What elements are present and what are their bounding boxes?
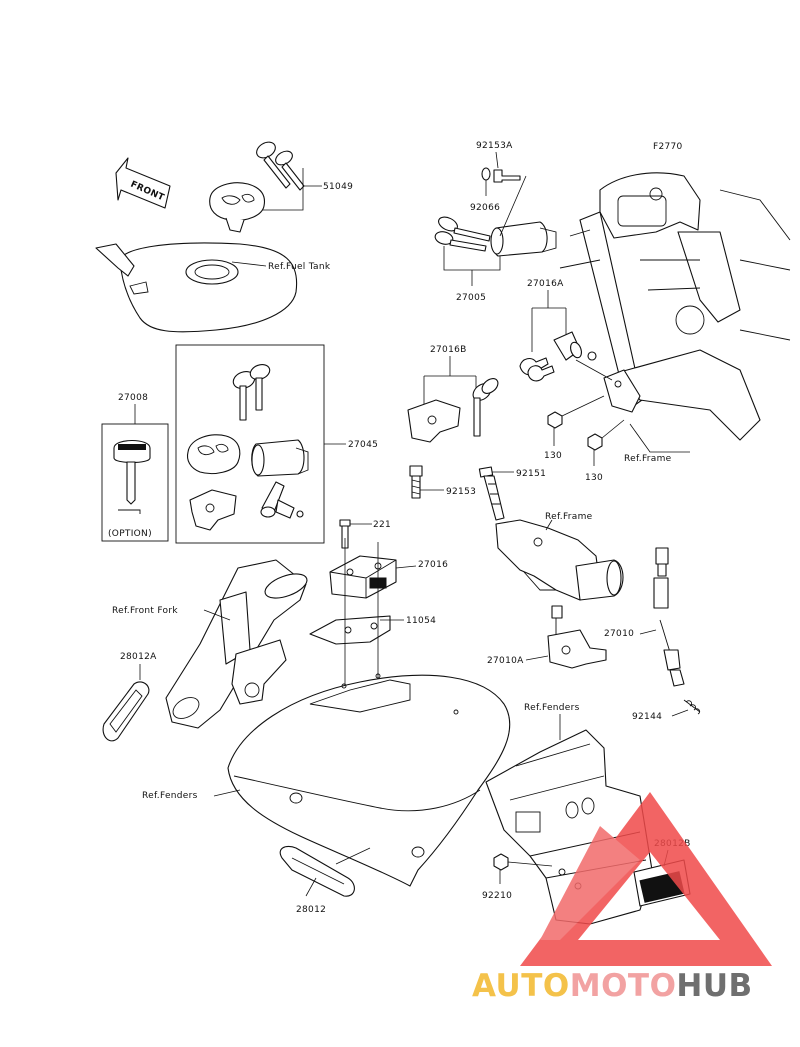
part-number-92066: 92066 (470, 203, 500, 213)
part-number-51049: 51049 (323, 182, 353, 192)
part-number-27005: 27005 (456, 293, 486, 303)
spring-92144-drawing (683, 699, 701, 715)
part-number-27010: 27010 (604, 629, 634, 639)
diagram-code: F2770 (653, 142, 683, 152)
frame-drawing (559, 172, 791, 441)
bolt-92151-drawing (478, 466, 505, 521)
leader-27016A (531, 290, 613, 381)
ignition-keys-27005-drawing (434, 216, 491, 252)
lock-27016B-drawing (407, 378, 499, 443)
leader-92210 (499, 861, 553, 884)
leader-27010A (525, 655, 549, 661)
leader-130-a (553, 395, 605, 446)
ref-frame-top: Ref.Frame (624, 454, 672, 464)
washer-92066-drawing (481, 167, 491, 181)
kit-ignition-cylinder-drawing (251, 439, 309, 477)
part-number-92210: 92210 (482, 891, 512, 901)
front-fender-drawing (227, 673, 511, 887)
kit-keys-drawing (232, 364, 271, 421)
brand-auto: AUTO (472, 968, 570, 1004)
watermark-brand: AUTOMOTOHUB (472, 968, 753, 1004)
watermark-triangle-icon (520, 792, 772, 966)
part-number-27010A: 27010A (487, 656, 524, 666)
part-number-92153: 92153 (446, 487, 476, 497)
reflector-28012A-drawing (102, 681, 150, 742)
front-direction-arrow-icon: FRONT (115, 157, 171, 209)
kit-lock-bracket-drawing (189, 489, 237, 531)
leader-frame-top (629, 423, 690, 453)
lock-27016A-drawing (519, 331, 597, 382)
fuel-cap-drawing (209, 182, 266, 233)
leader-27016B (423, 356, 477, 408)
leader-130-b (593, 419, 625, 466)
ref-fuel-tank: Ref.Fuel Tank (268, 262, 331, 272)
nut-130-b-drawing (587, 433, 603, 451)
part-number-221: 221 (373, 520, 391, 530)
leader-fender-front (213, 789, 241, 797)
part-number-28012A: 28012A (120, 652, 157, 662)
ref-fenders-rear: Ref.Fenders (524, 703, 580, 713)
part-number-27016B: 27016B (430, 345, 467, 355)
part-number-92144: 92144 (632, 712, 662, 722)
kit-helmet-lock-drawing (260, 481, 304, 519)
switch-27010-drawing (653, 547, 685, 687)
ref-front-fork: Ref.Front Fork (112, 606, 178, 616)
leader-92144 (671, 709, 689, 717)
leader-92153A (495, 151, 499, 169)
brand-hub: HUB (676, 968, 753, 1004)
leader-51049 (262, 168, 322, 211)
leader-fuel-tank (231, 261, 267, 267)
nut-130-a-drawing (547, 411, 563, 429)
ref-fenders-front: Ref.Fenders (142, 791, 198, 801)
leader-28012 (305, 847, 371, 897)
switch-27010A-drawing (547, 605, 607, 669)
steering-head-frame-drawing (495, 519, 624, 601)
part-number-27008: 27008 (118, 393, 148, 403)
part-number-92151: 92151 (516, 469, 546, 479)
fuel-tank-drawing (95, 242, 298, 333)
ref-frame-mid: Ref.Frame (545, 512, 593, 522)
option-label: (OPTION) (108, 529, 152, 539)
part-number-11054: 11054 (406, 616, 436, 626)
leader-27005 (443, 175, 527, 286)
part-number-28012: 28012 (296, 905, 326, 915)
reflector-28012-drawing (279, 845, 355, 897)
fuel-cap-keys-drawing (256, 141, 305, 191)
leader-front-fork (203, 609, 231, 621)
part-number-130-b: 130 (585, 473, 603, 483)
ignition-switch-27005-drawing (490, 221, 557, 257)
leader-frame-mid (545, 519, 553, 531)
part-number-130-a: 130 (544, 451, 562, 461)
screw-92153A-drawing (493, 169, 521, 183)
leader-27016 (395, 565, 417, 569)
bolt-92153-drawing (409, 465, 423, 499)
kit-fuel-cap-drawing (186, 434, 241, 475)
brand-moto: MOTO (569, 968, 677, 1004)
bracket-11054-drawing (309, 615, 391, 645)
leader-11054 (344, 538, 404, 690)
leader-27010 (639, 629, 657, 635)
front-fork-drawing (165, 559, 308, 729)
part-number-27016A: 27016A (527, 279, 564, 289)
part-number-27045: 27045 (348, 440, 378, 450)
option-key-drawing (113, 439, 151, 514)
part-number-27016: 27016 (418, 560, 448, 570)
nut-92210-drawing (493, 853, 509, 871)
part-number-92153A: 92153A (476, 141, 513, 151)
lock-27016-drawing (329, 555, 397, 599)
